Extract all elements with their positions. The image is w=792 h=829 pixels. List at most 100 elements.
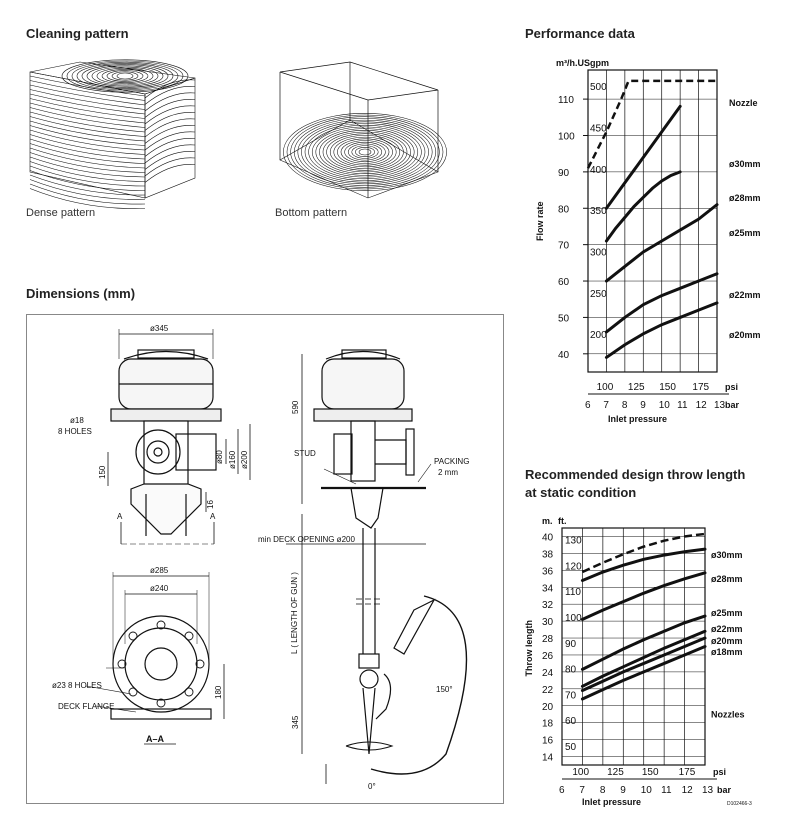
throw-series-label: ø20mm bbox=[711, 636, 743, 646]
throw-series-label: ø25mm bbox=[711, 608, 743, 618]
throw-xtick-bar: 10 bbox=[641, 785, 653, 796]
dense-top-ring bbox=[86, 65, 164, 87]
perf-xtick-bar: 12 bbox=[696, 400, 708, 411]
dense-contour-line bbox=[144, 86, 196, 105]
throw-series-line bbox=[580, 614, 707, 671]
perf-ytick-m3h: 110 bbox=[558, 95, 574, 106]
perf-bar-unit: bar bbox=[725, 400, 740, 410]
perf-series-line bbox=[604, 272, 719, 334]
dense-contour-line bbox=[29, 93, 146, 115]
perf-ytick-m3h: 90 bbox=[558, 168, 570, 179]
bottom-contour-ring bbox=[351, 145, 379, 159]
perf-xtick-psi: 150 bbox=[659, 382, 676, 393]
throw-bar-unit: bar bbox=[717, 785, 732, 795]
perf-ytick-gpm: 400 bbox=[590, 165, 607, 176]
throw-ytick-m: 28 bbox=[542, 634, 554, 645]
deck-flange-outline bbox=[112, 615, 210, 713]
throw-xtick-bar: 13 bbox=[702, 785, 714, 796]
throw-series-line bbox=[580, 547, 707, 582]
section-marker-right: A bbox=[210, 512, 216, 521]
perf-xtick-bar: 9 bbox=[640, 400, 646, 411]
dense-contour-line bbox=[29, 129, 146, 151]
throw-ytick-ft: 60 bbox=[565, 716, 577, 727]
throw-ytick-ft: 50 bbox=[565, 742, 577, 753]
perf-xtick-bar: 10 bbox=[659, 400, 671, 411]
perf-series-line bbox=[604, 203, 719, 283]
throw-xtick-bar: 11 bbox=[661, 785, 672, 796]
housing-side bbox=[321, 358, 405, 410]
perf-series-label: ø28mm bbox=[729, 193, 761, 203]
throw-length-chart: 1416182022242628303234363840506070809010… bbox=[524, 516, 752, 807]
dense-top-ring bbox=[111, 71, 139, 81]
dim-d345: ø345 bbox=[150, 324, 169, 333]
perf-ytick-m3h: 50 bbox=[558, 313, 570, 324]
throw-series-group bbox=[580, 547, 707, 701]
dim-d200: ø200 bbox=[240, 450, 249, 469]
dense-top-ring bbox=[101, 69, 149, 83]
throw-ytick-m: 32 bbox=[542, 600, 554, 611]
dense-contour-line bbox=[29, 111, 146, 133]
bottom-contour-ring bbox=[333, 136, 397, 168]
bottom-contour-ring bbox=[326, 133, 404, 171]
throw-ytick-ft: 70 bbox=[565, 690, 577, 701]
dense-top-ring bbox=[96, 67, 154, 85]
perf-xtick-bar: 8 bbox=[622, 400, 628, 411]
throw-ytick-ft: 80 bbox=[565, 665, 577, 676]
perf-series-line bbox=[604, 170, 682, 243]
throw-ytick-m: 22 bbox=[542, 685, 554, 696]
throw-ytick-m: 26 bbox=[542, 651, 554, 662]
dense-contour-line bbox=[29, 120, 146, 142]
throw-ytick-m: 16 bbox=[542, 736, 554, 747]
packing-thickness: 2 mm bbox=[438, 468, 458, 477]
bottom-contour-ring bbox=[311, 126, 419, 178]
dim-d240: ø240 bbox=[150, 584, 169, 593]
throw-series-line bbox=[580, 636, 707, 693]
dense-contour-line bbox=[29, 134, 146, 155]
section-aa-label: A–A bbox=[146, 734, 165, 744]
bottom-floor bbox=[279, 119, 439, 199]
throw-xlabel: Inlet pressure bbox=[582, 797, 641, 807]
dense-contour-line bbox=[144, 99, 196, 118]
dense-contours bbox=[29, 59, 196, 209]
dense-contour-line bbox=[29, 84, 146, 106]
throw-dashed-max bbox=[581, 532, 706, 574]
throw-xtick-bar: 6 bbox=[559, 785, 565, 796]
throw-ytick-m: 30 bbox=[542, 617, 554, 628]
throw-ytick-m: 24 bbox=[542, 668, 554, 679]
throw-series-label: ø22mm bbox=[711, 624, 743, 634]
perf-xlabel: Inlet pressure bbox=[608, 414, 667, 424]
dense-contour-line bbox=[29, 89, 146, 110]
dim-h150: 150 bbox=[98, 465, 107, 479]
perf-series-label: ø20mm bbox=[729, 330, 761, 340]
throw-series-label: ø30mm bbox=[711, 550, 743, 560]
bottom-contour-ring bbox=[301, 121, 429, 183]
perf-psi-unit: psi bbox=[725, 382, 738, 392]
bottom-contour-ring bbox=[337, 138, 393, 166]
throw-ytick-m: 34 bbox=[542, 583, 554, 594]
bottom-contour-ring bbox=[304, 123, 426, 181]
throw-series-label: ø28mm bbox=[711, 574, 743, 584]
dense-top-ring bbox=[66, 60, 184, 92]
perf-ytick-gpm: 300 bbox=[590, 247, 607, 258]
perf-xtick-bar: 6 bbox=[585, 400, 591, 411]
dense-top-ring bbox=[76, 63, 174, 89]
dense-contour-line bbox=[29, 147, 146, 169]
deck-opening-label: min DECK OPENING ø200 bbox=[258, 535, 355, 544]
perf-series-line bbox=[604, 301, 719, 359]
throw-ytick-m: 18 bbox=[542, 719, 554, 730]
dense-contour-line bbox=[144, 157, 196, 177]
throw-ytick-ft: 120 bbox=[565, 561, 582, 572]
inlet-flange-circle bbox=[135, 429, 181, 475]
section-marker-left: A bbox=[117, 512, 123, 521]
throw-xtick-bar: 7 bbox=[579, 785, 585, 796]
dense-contour-line bbox=[29, 116, 146, 137]
dense-contour-line bbox=[144, 79, 196, 99]
dimensions-heading: Dimensions (mm) bbox=[26, 286, 136, 301]
perf-ytick-m3h: 70 bbox=[558, 241, 570, 252]
perf-ytick-gpm: 500 bbox=[590, 82, 607, 93]
dense-top-ring bbox=[106, 70, 144, 82]
throw-yunit-m: m. bbox=[542, 516, 553, 526]
perf-plot-frame bbox=[587, 69, 718, 373]
throw-series-line bbox=[580, 629, 707, 688]
perf-xtick-bar: 13 bbox=[714, 400, 726, 411]
